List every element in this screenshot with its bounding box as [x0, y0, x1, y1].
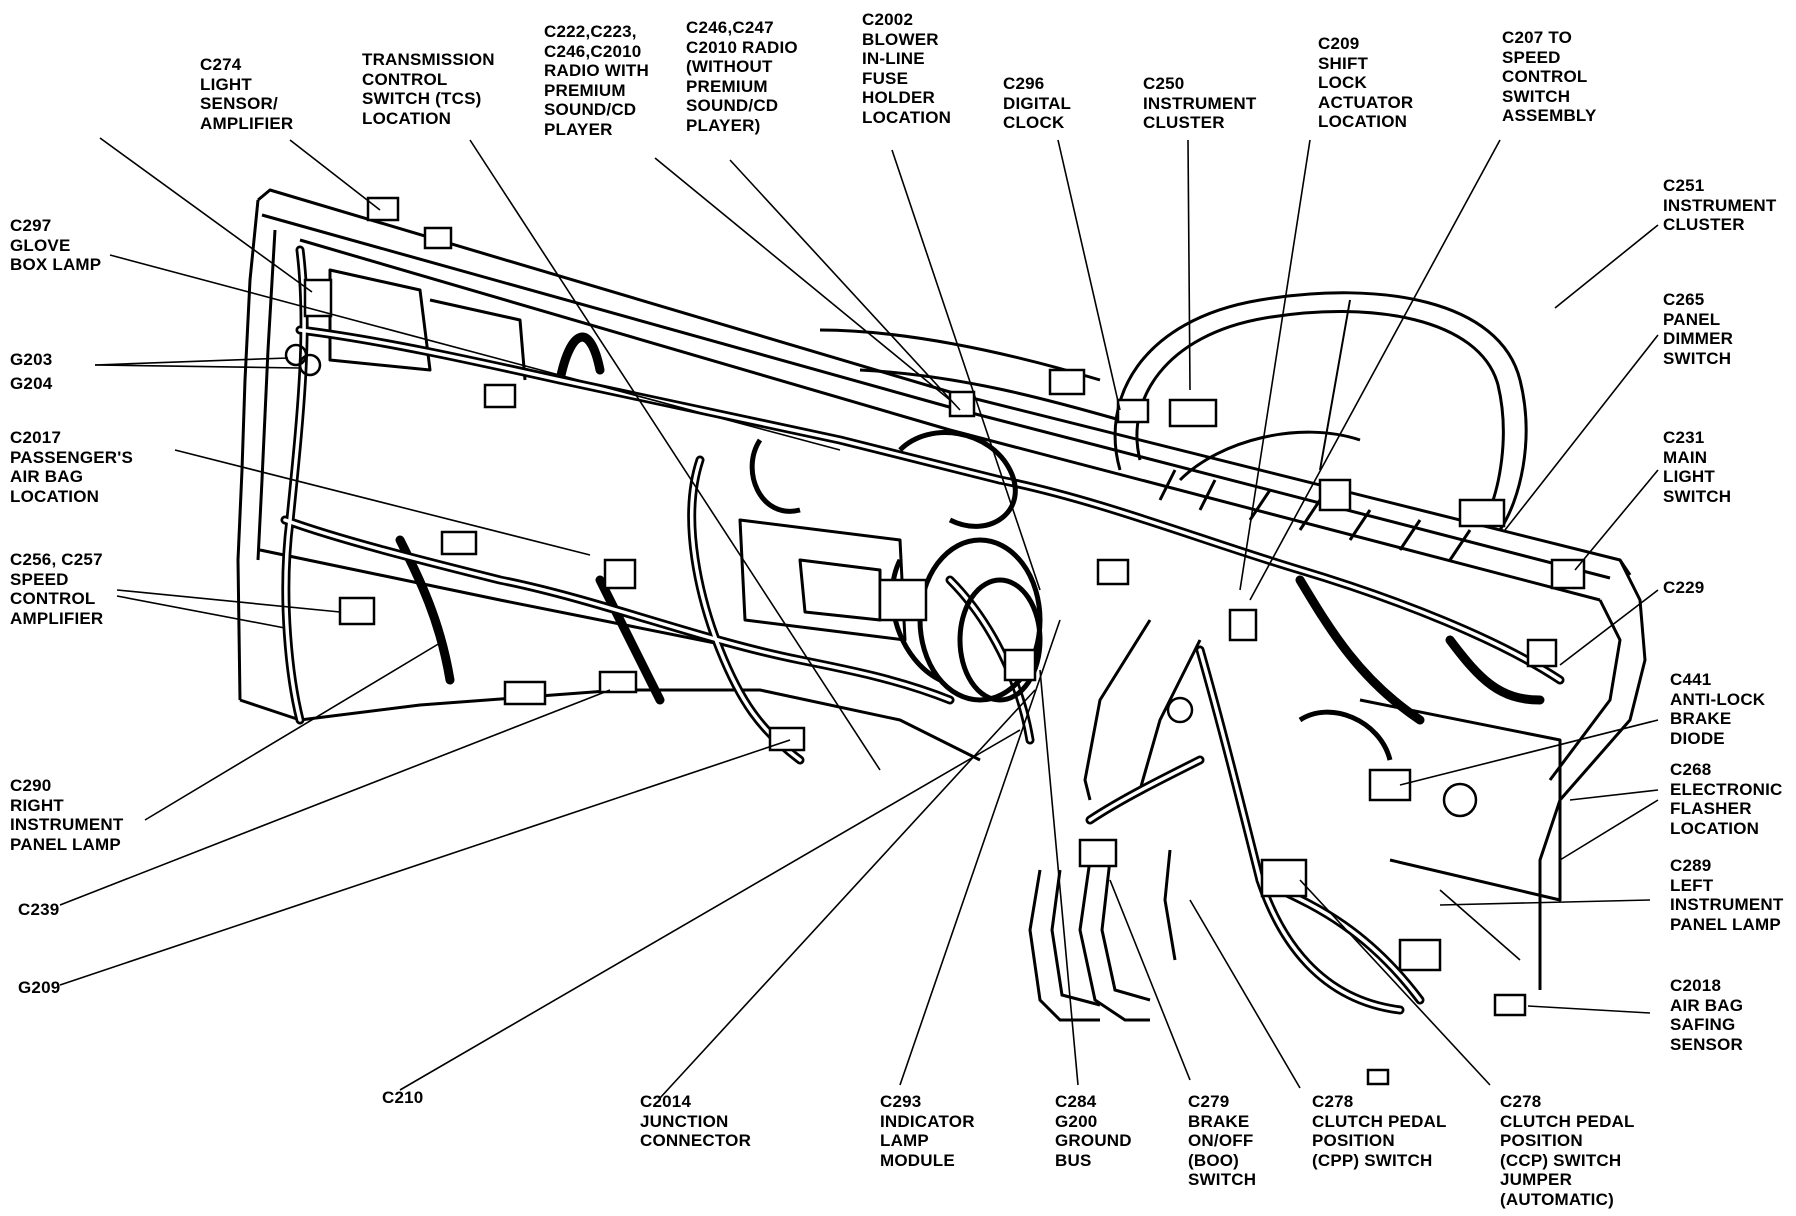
- label-c246: C246,C247 C2010 RADIO (WITHOUT PREMIUM S…: [686, 18, 798, 135]
- label-c296: C296 DIGITAL CLOCK: [1003, 74, 1072, 132]
- label-c207: C207 TO SPEED CONTROL SWITCH ASSEMBLY: [1502, 28, 1597, 125]
- label-c250: C250 INSTRUMENT CLUSTER: [1143, 74, 1257, 132]
- label-c278a: C278 CLUTCH PEDAL POSITION (CPP) SWITCH: [1312, 1092, 1447, 1170]
- pedals: [1028, 849, 1177, 1022]
- dashboard-frame: [236, 188, 1647, 990]
- label-c2014: C2014 JUNCTION CONNECTOR: [640, 1092, 752, 1150]
- label-c251: C251 INSTRUMENT CLUSTER: [1663, 176, 1777, 234]
- label-c293: C293 INDICATOR LAMP MODULE: [880, 1092, 975, 1170]
- label-c229: C229: [1663, 578, 1705, 597]
- label-c441: C441 ANTI-LOCK BRAKE DIODE: [1670, 670, 1766, 748]
- label-c265: C265 PANEL DIMMER SWITCH: [1663, 290, 1734, 368]
- label-c274: C274 LIGHT SENSOR/ AMPLIFIER: [200, 55, 294, 133]
- label-tcs: TRANSMISSION CONTROL SWITCH (TCS) LOCATI…: [362, 50, 495, 128]
- label-c279: C279 BRAKE ON/OFF (BOO) SWITCH: [1188, 1092, 1257, 1189]
- label-g209: G209: [18, 978, 61, 997]
- label-c289: C289 LEFT INSTRUMENT PANEL LAMP: [1670, 856, 1784, 934]
- label-c297: C297 GLOVE BOX LAMP: [10, 216, 102, 274]
- label-g204: G204: [10, 374, 53, 393]
- connectors: [303, 196, 1586, 1086]
- label-c284: C284 G200 GROUND BUS: [1055, 1092, 1132, 1170]
- label-c222: C222,C223, C246,C2010 RADIO WITH PREMIUM…: [544, 22, 649, 139]
- label-c256: C256, C257 SPEED CONTROL AMPLIFIER: [10, 550, 104, 628]
- ground-bolts: [284, 343, 1478, 818]
- label-c2018: C2018 AIR BAG SAFING SENSOR: [1670, 976, 1744, 1054]
- label-c239: C239: [18, 900, 60, 919]
- steering-wheel: [1113, 291, 1528, 531]
- label-c268: C268 ELECTRONIC FLASHER LOCATION: [1670, 760, 1783, 838]
- label-c231: C231 MAIN LIGHT SWITCH: [1663, 428, 1732, 506]
- harness-bundle: [749, 430, 1393, 761]
- label-c290: C290 RIGHT INSTRUMENT PANEL LAMP: [10, 776, 124, 854]
- label-c278b: C278 CLUTCH PEDAL POSITION (CCP) SWITCH …: [1500, 1092, 1635, 1209]
- label-c2017: C2017 PASSENGER'S AIR BAG LOCATION: [10, 428, 134, 506]
- label-c2002: C2002 BLOWER IN-LINE FUSE HOLDER LOCATIO…: [862, 10, 952, 127]
- label-g203: G203: [10, 350, 53, 369]
- label-c209: C209 SHIFT LOCK ACTUATOR LOCATION: [1318, 34, 1414, 131]
- label-c210: C210: [382, 1088, 424, 1107]
- leader-lines: [59, 137, 1659, 1099]
